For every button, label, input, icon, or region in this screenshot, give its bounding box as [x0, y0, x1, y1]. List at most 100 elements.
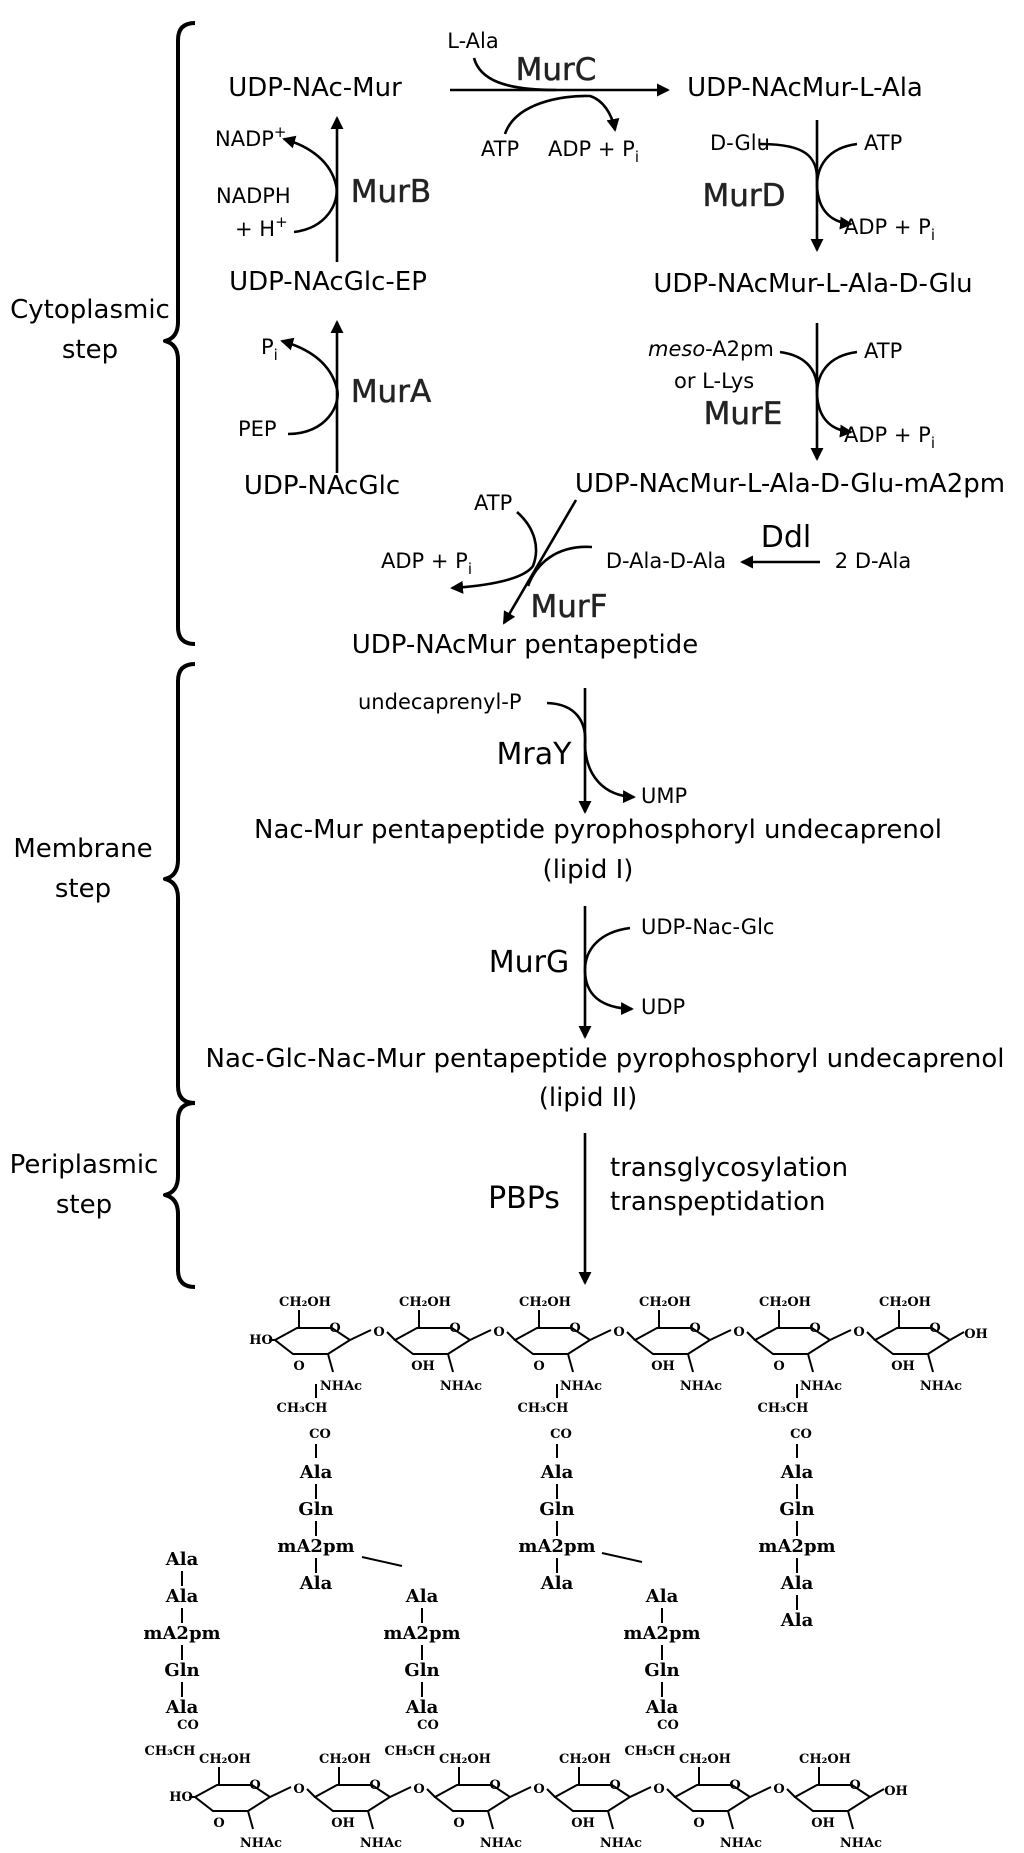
- top-chain-ring-oxygen: O: [569, 1321, 580, 1336]
- top-chain-nhac: NHAc: [560, 1379, 602, 1394]
- murf-atp-label: ATP: [474, 491, 512, 515]
- mure-adp-pi-label: ADP + Pi: [844, 423, 935, 452]
- top-chain-ho-end: HO: [249, 1333, 273, 1348]
- bottom-chain-nhac-bond: [247, 1810, 254, 1830]
- bottom-chain-nhac-bond: [847, 1810, 854, 1830]
- bottom-stem-1-residue: Gln: [404, 1660, 439, 1681]
- murb-label: MurB: [351, 174, 431, 210]
- top-chain-glycosidic-bond: [469, 1329, 492, 1341]
- murc-curve-atp: [503, 94, 620, 135]
- bottom-stem-0-residue: Ala: [165, 1697, 199, 1718]
- top-chain-nhac-bond: [807, 1353, 814, 1373]
- bottom-stem-2-residue: Ala: [645, 1697, 679, 1718]
- crosslink-bond: [361, 1556, 403, 1567]
- top-stem-2-co: CO: [790, 1427, 812, 1442]
- bottom-stem-2-residue: Ala: [645, 1586, 679, 1607]
- murb-curve: [282, 135, 338, 234]
- top-chain-nhac-bond: [447, 1353, 454, 1373]
- bottom-stem-2-ch3ch: CH₃CH: [625, 1744, 676, 1759]
- top-chain-glycosidic-bond: [626, 1331, 636, 1341]
- bottom-chain-ch2oh: CH₂OH: [559, 1752, 611, 1767]
- top-stem-2-ch3ch: CH₃CH: [758, 1401, 809, 1416]
- bottom-chain-glycosidic-oxygen: O: [533, 1782, 544, 1797]
- bottom-chain-ring-oxygen: O: [729, 1778, 740, 1793]
- bottom-chain-nhac-bond: [367, 1810, 374, 1830]
- crosslink-bond: [601, 1552, 643, 1563]
- top-stem-2-residue: Ala: [780, 1573, 814, 1594]
- top-chain-ch2oh: CH₂OH: [279, 1295, 331, 1310]
- mray-label: MraY: [497, 737, 573, 772]
- murg-label: MurG: [489, 945, 569, 980]
- top-stem-0-residue: Gln: [298, 1499, 333, 1520]
- bottom-stem-1-co: CO: [417, 1718, 439, 1733]
- top-chain-lactyl-oxygen: O: [293, 1359, 304, 1374]
- top-chain-nhac: NHAc: [800, 1379, 842, 1394]
- cytoplasmic-bracket: [163, 21, 196, 646]
- top-chain-ring-oxygen: O: [449, 1321, 460, 1336]
- bottom-stem-0-ch3ch: CH₃CH: [145, 1744, 196, 1759]
- bottom-chain-ring-oxygen: O: [369, 1778, 380, 1793]
- bottom-stem-1-residue: Ala: [405, 1697, 439, 1718]
- top-stem-0-residue: mA2pm: [277, 1536, 354, 1557]
- periplasmic-bracket: [163, 1101, 196, 1289]
- top-chain-lactyl-oxygen: O: [773, 1359, 784, 1374]
- lipid-i-tag: (lipid I): [543, 855, 634, 885]
- murc-curve-in: [472, 57, 557, 92]
- top-chain-glycosidic-bond: [506, 1331, 516, 1341]
- murc-label: MurC: [516, 52, 597, 88]
- bottom-chain-ring-oxygen: O: [249, 1778, 260, 1793]
- transpeptidation-label: transpeptidation: [610, 1187, 826, 1217]
- murd-label: MurD: [702, 178, 785, 214]
- murf-arrow: [502, 499, 578, 625]
- top-chain-nhac-bond: [927, 1353, 934, 1373]
- top-stem-0-ch3ch: CH₃CH: [277, 1401, 328, 1416]
- bottom-chain-ring-oxygen: O: [609, 1778, 620, 1793]
- ddl-label: Ddl: [761, 520, 811, 555]
- top-chain-nhac-bond: [687, 1353, 694, 1373]
- lipid-ii-name: Nac-Glc-Nac-Mur pentapeptide pyrophospho…: [206, 1044, 1005, 1074]
- mure-atp-label: ATP: [864, 339, 902, 363]
- bottom-stem-0-co: CO: [177, 1718, 199, 1733]
- top-chain-nhac: NHAc: [680, 1379, 722, 1394]
- compounds: UDP-NAc-Mur UDP-NAcMur-L-Ala UDP-NAcGlc-…: [206, 73, 1006, 1113]
- bottom-chain-lactyl-oxygen: O: [453, 1816, 464, 1831]
- top-stem-1-residue: Ala: [540, 1573, 574, 1594]
- bottom-chain-lactyl-oxygen: O: [693, 1816, 704, 1831]
- ump-label: UMP: [641, 784, 687, 808]
- bottom-chain-oh: OH: [331, 1816, 355, 1831]
- murd-curve-atp: [815, 142, 858, 230]
- udp-nacglc: UDP-NAcGlc: [244, 471, 400, 501]
- top-chain-ring-oxygen: O: [329, 1321, 340, 1336]
- top-chain-glycosidic-oxygen: O: [733, 1325, 744, 1340]
- udp-nacmur-l-ala-d-glu: UDP-NAcMur-L-Ala-D-Glu: [653, 269, 972, 299]
- mura-curve: [280, 337, 339, 436]
- top-chain-glycosidic-bond: [829, 1329, 852, 1341]
- murc-adp-pi-label: ADP + Pi: [548, 137, 639, 166]
- bottom-chain-nhac: NHAc: [720, 1836, 762, 1851]
- bottom-chain-nhac-bond: [727, 1810, 734, 1830]
- bottom-chain-nhac: NHAc: [600, 1836, 642, 1851]
- top-stem-1-co: CO: [550, 1427, 572, 1442]
- peptidoglycan-structure: CH₂OHOONHAcOCH₂OHOOHNHAcOCH₂OHOONHAcOCH₂…: [143, 1295, 987, 1851]
- bottom-chain-ch2oh: CH₂OH: [439, 1752, 491, 1767]
- bottom-stem-2-residue: mA2pm: [623, 1623, 700, 1644]
- udp-nac-glc-label: UDP-Nac-Glc: [641, 915, 774, 939]
- top-stem-1-ch3ch: CH₃CH: [518, 1401, 569, 1416]
- top-chain-ring-oxygen: O: [809, 1321, 820, 1336]
- bottom-chain-ch2oh: CH₂OH: [319, 1752, 371, 1767]
- bottom-chain-oh-end: OH: [884, 1784, 908, 1799]
- enzymes: MurA MurB MurC MurD MurE MurF Ddl MraY M…: [350, 52, 811, 1216]
- top-stem-2-residue: mA2pm: [758, 1536, 835, 1557]
- bottom-stem-2-residue: Gln: [644, 1660, 679, 1681]
- top-chain-nhac: NHAc: [920, 1379, 962, 1394]
- mura-pi-label: Pi: [261, 335, 278, 364]
- top-chain-ch2oh: CH₂OH: [639, 1295, 691, 1310]
- top-stem-1-residue: mA2pm: [518, 1536, 595, 1557]
- top-chain-glycosidic-oxygen: O: [613, 1325, 624, 1340]
- bottom-chain-glycosidic-bond: [546, 1788, 556, 1798]
- udp-label: UDP: [641, 995, 685, 1019]
- bottom-chain-glycosidic-bond: [509, 1786, 532, 1798]
